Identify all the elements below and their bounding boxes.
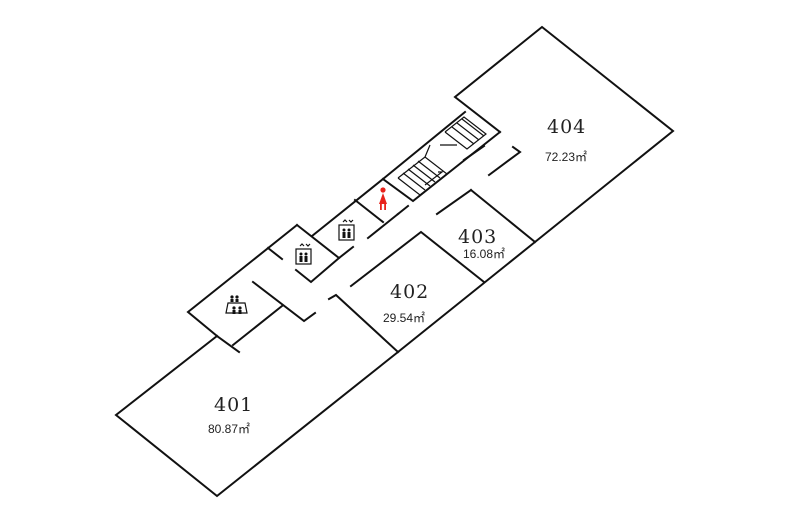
stairs-icon xyxy=(397,116,487,196)
room-number: 404 xyxy=(547,116,586,138)
womens-toilet-icon xyxy=(379,187,387,210)
room-number: 402 xyxy=(390,281,429,303)
room-number: 401 xyxy=(214,394,253,416)
room-401: 401 80.87㎡ xyxy=(208,394,253,436)
room-number: 403 xyxy=(458,226,497,248)
elevator-icon xyxy=(295,243,312,265)
room-403: 403 16.08㎡ xyxy=(458,226,505,261)
room-area: 29.54㎡ xyxy=(383,311,425,325)
walls xyxy=(114,25,675,498)
elevator-icon xyxy=(338,219,355,241)
room-area: 80.87㎡ xyxy=(208,422,250,436)
room-area: 16.08㎡ xyxy=(463,247,505,261)
room-404: 404 72.23㎡ xyxy=(545,116,587,164)
meeting-room-icon xyxy=(225,295,248,314)
room-402: 402 29.54㎡ xyxy=(383,281,429,325)
room-area: 72.23㎡ xyxy=(545,150,587,164)
